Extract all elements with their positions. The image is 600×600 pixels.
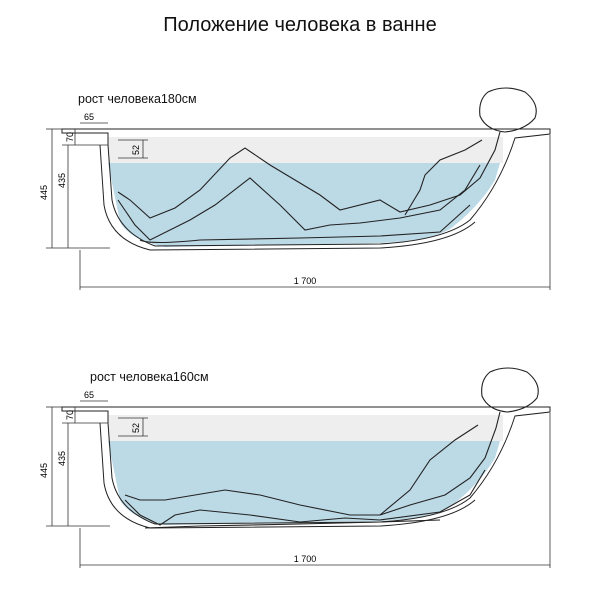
dim-inner-height-2: 435 [57,451,67,466]
dim-outer-height-2: 445 [39,463,49,478]
diagram-2-caption: рост человека160см [90,370,209,384]
dim-rim-1: 65 [84,112,94,122]
diagram-2: 65 70 52 445 435 1 700 [39,367,551,568]
air-zone-2 [108,415,503,441]
person-160-silhouette [124,367,539,529]
diagram-1: 65 70 52 445 435 1 700 [39,87,551,290]
page-title: Положение человека в ванне [163,14,437,36]
dim-water-gap-1: 52 [131,145,141,155]
tub-outer-wall-2 [99,422,476,529]
dim-rim-thickness-2: 70 [65,410,75,420]
tub-outline-1 [61,128,551,247]
diagram-1-caption: рост человека180см [78,92,197,106]
dim-rim-2: 65 [84,390,94,400]
person-180-silhouette [117,87,537,244]
dim-outer-height-1: 445 [39,185,49,200]
dim-length-2: 1 700 [294,554,317,564]
dimension-lines-2 [46,400,551,568]
tub-outer-wall-1 [99,144,476,251]
dim-inner-height-1: 435 [57,173,67,188]
dim-rim-thickness-1: 70 [65,132,75,142]
dim-water-gap-2: 52 [131,423,141,433]
water-2 [108,441,500,525]
dimension-lines-1 [46,122,551,290]
dim-length-1: 1 700 [294,276,317,286]
tub-outline-2 [61,406,551,525]
air-zone-1 [108,137,503,163]
